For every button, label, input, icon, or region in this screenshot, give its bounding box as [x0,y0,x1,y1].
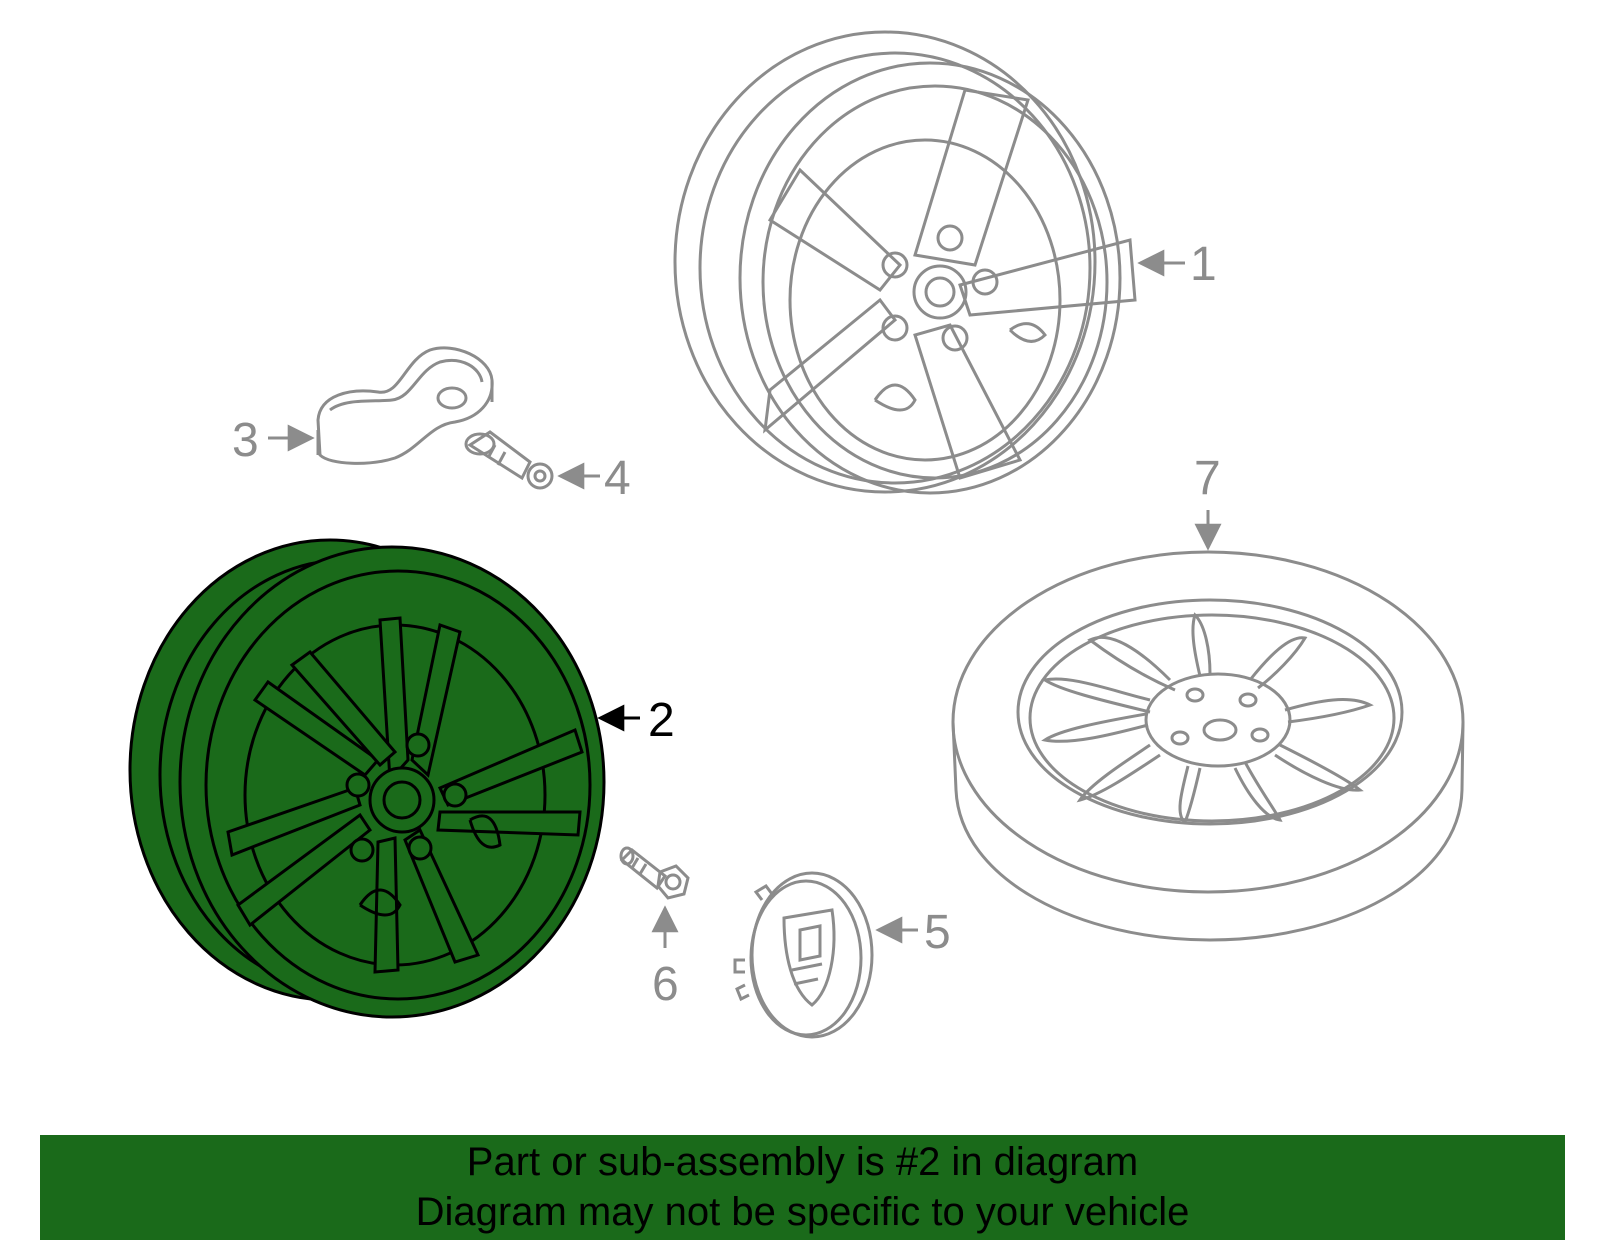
part-2-lug-hole [345,772,371,798]
part-2-spoke [252,679,381,777]
part-2-lug-hole [407,835,433,861]
part-7-hub-center [1202,718,1238,742]
part-7-spoke [1191,612,1212,677]
part-6-bolt-thread [638,863,648,875]
part-1-hub [912,264,968,320]
part-1-lug-hole [941,324,969,352]
part-7-lug-hole [1170,730,1190,746]
part-4-stem-ridge [496,451,507,466]
part-2-lug-hole [349,837,375,863]
part-2-lug-hole [405,732,431,758]
part-4-stem-base [464,432,496,456]
part-1-hub-inner [924,276,956,308]
part-7-rim-outer [1016,598,1404,826]
part-7-tire-side [951,721,1465,942]
part-6-bolt-head [656,864,690,900]
part-7-spoke [1041,677,1151,714]
part-1-lug-hole [881,251,909,279]
callout-part-7: 7 [1194,452,1221,505]
part-1-valve-detail [1008,322,1047,343]
part-7-lug-hole [1185,687,1205,703]
part-4-stem-cap [526,462,554,490]
part-1-spoke [913,323,1023,480]
part-1-rim-lip [761,84,1109,480]
part-2-valve-detail [358,888,402,917]
part-1-lug-hole [971,268,999,296]
part-5-crest-detail [791,962,823,986]
part-7-spoke [1087,635,1176,692]
part-1-barrel [788,138,1062,462]
part-2-lug-hole [442,782,468,808]
part-7-spoke [1178,765,1202,825]
part-3-sensor-edge [316,380,494,455]
part-3-sensor-hole [436,386,468,410]
part-7-spoke [1076,743,1161,803]
part-6-bolt-tip [619,846,635,866]
callout-part-6: 6 [652,958,679,1011]
part-6-lug-bolt[interactable] [619,846,690,900]
part-7-lug-hole [1238,692,1258,708]
part-4-stem-cap-inner [533,469,547,483]
part-3-sensor-body [316,346,494,465]
callout-part-3: 3 [232,414,259,467]
part-2-spoke [403,827,481,964]
part-7-spoke [1041,712,1149,743]
part-1-lug-hole [936,224,964,252]
part-1-spoke [763,297,898,434]
part-7-spoke [1274,743,1364,792]
part-2-spoke [289,649,398,768]
part-2-wheel-highlighted[interactable] [128,538,606,1019]
part-5-crest [782,908,836,1007]
part-5-cap-tab [733,958,745,974]
part-6-bolt-head-face [664,873,682,891]
callout-part-1: 1 [1190,238,1217,291]
part-4-stem-ridge [486,444,497,459]
callout-part-5: 5 [924,906,951,959]
part-5-cap-tab [753,884,774,901]
part-7-spoke [1233,761,1283,822]
part-1-lug-hole [881,314,909,342]
part-1-spoke [913,88,1030,267]
part-7-rim-inner [1028,613,1396,823]
part-7-spoke [1248,636,1308,690]
part-6-bolt-shank [619,847,668,891]
part-1-rim-back [673,30,1097,494]
part-5-crest-inner [798,924,822,962]
callout-part-2: 2 [648,694,675,747]
part-2-inner-detail [468,814,502,849]
part-2-hub-inner [382,780,422,820]
part-2-spoke [236,812,373,928]
part-2-spoke [373,836,400,974]
part-3-sensor-top [329,359,484,412]
part-5-center-cap[interactable] [733,871,874,1039]
part-7-hub [1144,672,1292,768]
part-2-spoke [436,810,582,837]
part-3-tpms-sensor[interactable] [316,346,494,465]
part-6-bolt-thread [630,857,640,869]
callout-part-4: 4 [604,452,631,505]
part-4-stem-body [467,430,532,481]
banner-line-1: Part or sub-assembly is #2 in diagram [466,1140,1139,1184]
part-5-cap-face [749,879,863,1037]
part-2-spokes [226,616,584,974]
banner-line-2: Diagram may not be specific to your vehi… [415,1190,1190,1234]
part-7-lug-hole [1250,727,1270,743]
part-1-valve-detail [873,383,917,412]
part-1-spoke [958,238,1137,317]
part-1-rim-back-inner [698,51,1092,485]
part-7-spoke [1284,698,1374,724]
part-1-spoke [767,167,903,292]
part-1-rim-front [738,61,1122,495]
part-4-valve-stem[interactable] [464,430,554,490]
part-7-spare-wheel[interactable] [951,550,1465,942]
part-1-wheel[interactable] [673,30,1137,495]
info-banner: Part or sub-assembly is #2 in diagram Di… [40,1135,1565,1240]
part-5-cap-tab [735,983,750,1002]
